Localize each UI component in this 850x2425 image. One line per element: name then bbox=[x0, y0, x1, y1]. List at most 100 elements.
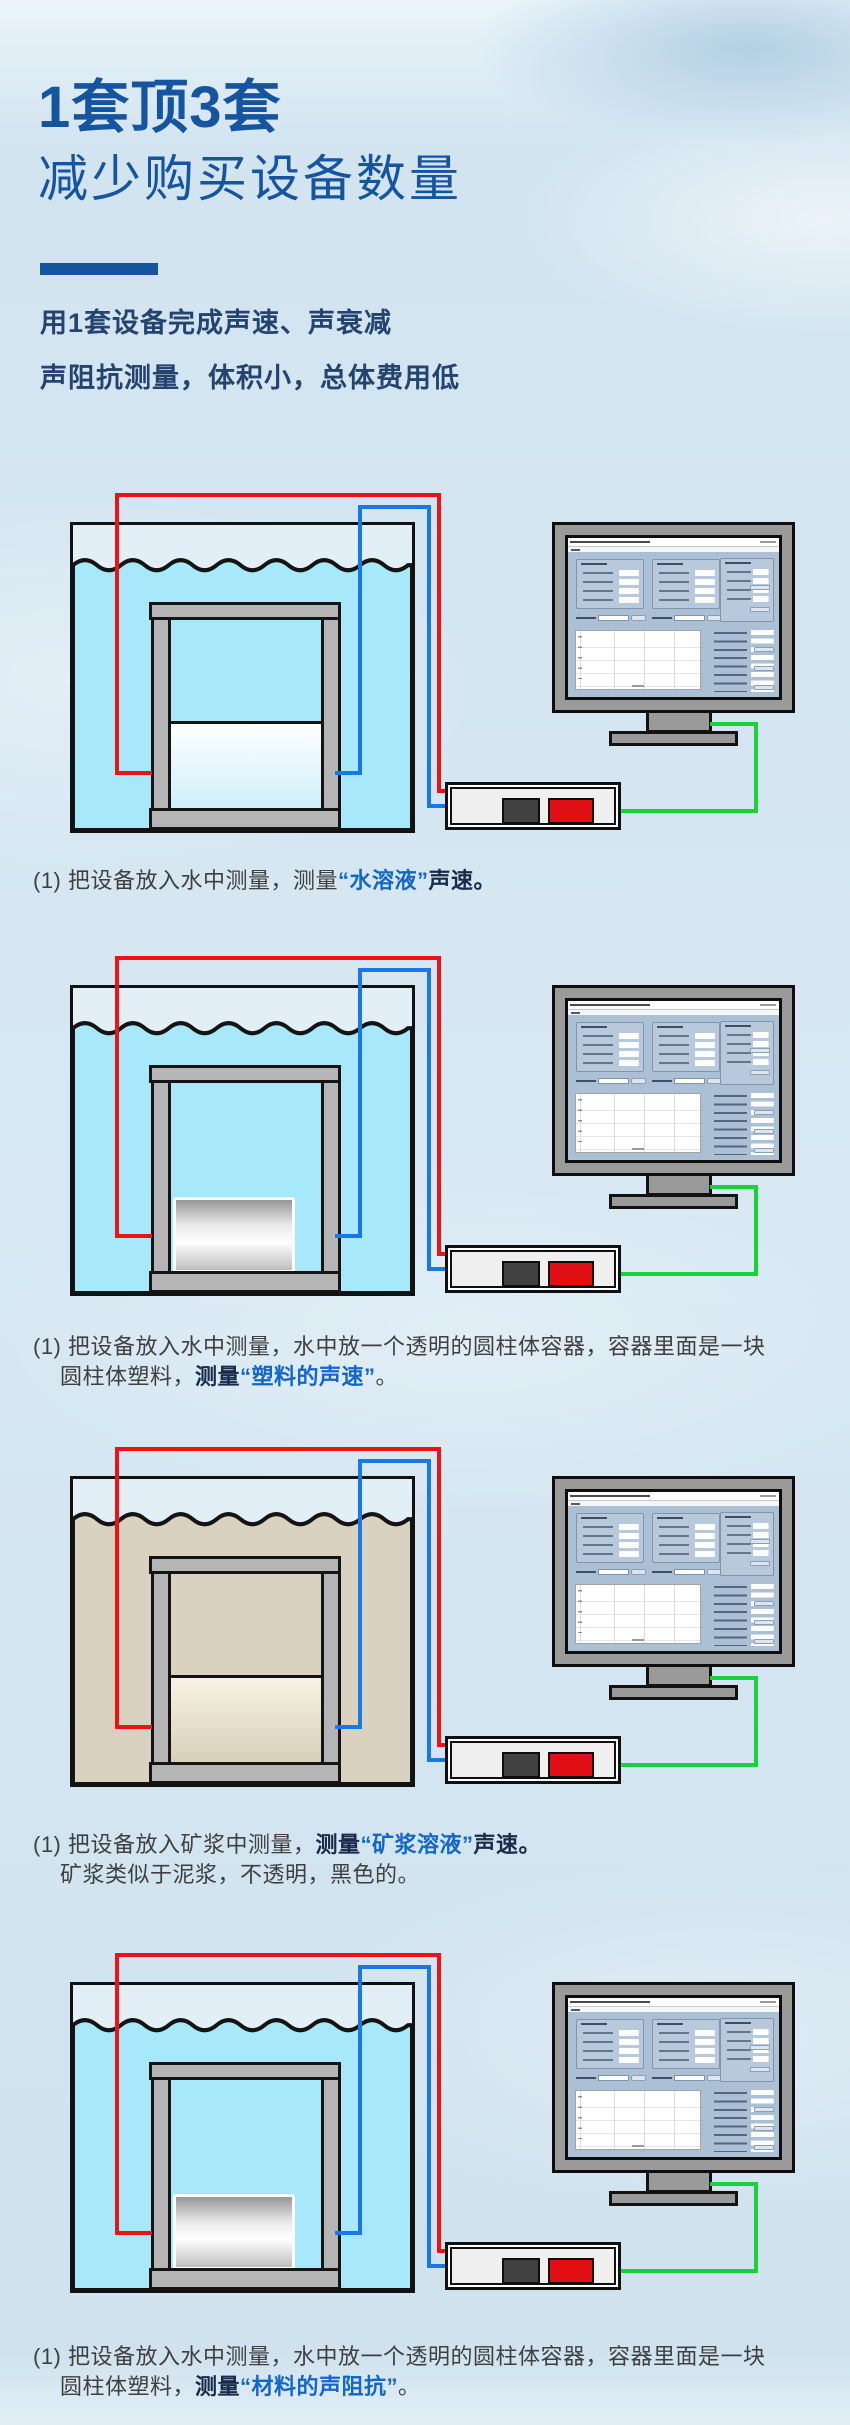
app-results-panel bbox=[714, 2090, 774, 2152]
small-button bbox=[750, 607, 770, 612]
app-waveform-chart bbox=[575, 2090, 701, 2150]
caption-segment: “材料的声阻抗” bbox=[240, 2374, 399, 2399]
caption-segment: 圆柱体塑料， bbox=[60, 2374, 196, 2399]
sample-cylinder bbox=[173, 2194, 295, 2270]
pulser-receiver-device bbox=[445, 1245, 621, 1293]
caption-segment: 。 bbox=[398, 2374, 421, 2399]
page-title-bold: 1套顶3套 bbox=[38, 75, 282, 140]
blue-signal-wire bbox=[358, 505, 362, 775]
device-dark-button bbox=[502, 2258, 540, 2284]
small-button bbox=[754, 666, 774, 671]
app-titlebar bbox=[568, 1001, 779, 1010]
red-signal-wire bbox=[115, 1447, 119, 1729]
caption-segment: 测量 bbox=[315, 1832, 361, 1857]
liquid-tank bbox=[70, 985, 415, 1296]
intro-line-2: 声阻抗测量，体积小，总体费用低 bbox=[40, 363, 460, 393]
device-red-button bbox=[548, 2258, 594, 2284]
red-signal-wire bbox=[437, 956, 441, 1256]
red-signal-wire bbox=[115, 771, 152, 775]
liquid-tank bbox=[70, 522, 415, 833]
caption-segment: (1) 把设备放入水中测量，水中放一个透明的圆柱体容器，容器里面是一块 bbox=[33, 2344, 766, 2369]
fixture-top-bar bbox=[149, 602, 341, 620]
small-button bbox=[754, 2107, 774, 2112]
blue-signal-wire bbox=[358, 1965, 431, 1969]
app-waveform-chart bbox=[575, 630, 701, 690]
blue-signal-wire bbox=[427, 968, 431, 1271]
app-parameter-group-left bbox=[576, 1022, 644, 1072]
cavity-liquid-region bbox=[171, 1574, 321, 1675]
blue-signal-wire bbox=[358, 968, 362, 1238]
green-cable bbox=[615, 1763, 758, 1767]
blue-signal-wire bbox=[335, 2231, 362, 2235]
app-titlebar bbox=[568, 1492, 779, 1501]
device-dark-button bbox=[502, 798, 540, 824]
calc-button bbox=[631, 1569, 646, 1575]
caption-1: (1) 把设备放入水中测量，测量“水溶液”声速。 bbox=[33, 866, 850, 896]
blue-signal-wire bbox=[335, 1725, 362, 1729]
caption-segment: 。 bbox=[375, 1364, 399, 1389]
blue-signal-wire bbox=[358, 1459, 431, 1463]
section-slurry-solution bbox=[0, 1447, 850, 1867]
blue-signal-wire bbox=[358, 968, 431, 972]
caption-segment: 圆柱体塑料， bbox=[60, 1364, 196, 1389]
liquid-tank bbox=[70, 1982, 415, 2293]
app-menubar bbox=[568, 2007, 779, 2012]
sample-cylinder bbox=[173, 1197, 295, 1273]
caption-3: (1) 把设备放入矿浆中测量，测量“矿浆溶液”声速。矿浆类似于泥浆，不透明，黑色… bbox=[33, 1830, 850, 1890]
green-cable bbox=[754, 1185, 758, 1276]
pulser-receiver-device bbox=[445, 782, 621, 830]
caption-segment: 声速。 bbox=[473, 1832, 542, 1857]
liquid-tank bbox=[70, 1476, 415, 1787]
device-front-panel bbox=[450, 2247, 616, 2285]
pulser-receiver-device bbox=[445, 2242, 621, 2290]
caption-segment: “水溶液” bbox=[338, 868, 429, 893]
intro-line-1: 用1套设备完成声速、声衰减 bbox=[40, 308, 393, 338]
small-button bbox=[754, 2126, 774, 2131]
pulser-receiver-device bbox=[445, 1736, 621, 1784]
red-signal-wire bbox=[437, 1743, 451, 1747]
device-front-panel bbox=[450, 1250, 616, 1288]
blue-signal-wire bbox=[427, 804, 449, 808]
sample-cavity bbox=[168, 617, 324, 813]
blue-signal-wire bbox=[335, 1234, 362, 1238]
app-settings-group bbox=[720, 2018, 774, 2082]
input-field bbox=[674, 2075, 705, 2081]
green-cable bbox=[754, 2182, 758, 2273]
monitor bbox=[552, 522, 795, 713]
fixture-bottom-bar bbox=[149, 1762, 341, 1784]
caption-segment: (1) 把设备放入水中测量，水中放一个透明的圆柱体容器，容器里面是一块 bbox=[33, 1334, 766, 1359]
green-cable bbox=[615, 809, 758, 813]
green-cable bbox=[615, 1272, 758, 1276]
app-parameter-group-middle bbox=[652, 1513, 720, 1563]
app-input-row bbox=[652, 2074, 722, 2082]
small-button bbox=[754, 1148, 774, 1153]
red-signal-wire bbox=[115, 1234, 152, 1238]
app-input-row bbox=[576, 2074, 646, 2082]
fixture-top-bar bbox=[149, 1065, 341, 1083]
monitor-stand-base bbox=[609, 731, 738, 746]
section-acoustic-impedance bbox=[0, 1953, 850, 2373]
blue-signal-wire bbox=[427, 2264, 449, 2268]
red-signal-wire bbox=[115, 2231, 152, 2235]
section-plastic-speed bbox=[0, 956, 850, 1376]
blue-signal-wire bbox=[427, 1965, 431, 2268]
small-button bbox=[754, 2145, 774, 2150]
app-input-row bbox=[652, 614, 722, 622]
caption-segment: “塑料的声速” bbox=[240, 1364, 376, 1389]
red-signal-wire bbox=[115, 1725, 152, 1729]
monitor-screen bbox=[565, 998, 782, 1163]
small-button bbox=[750, 2045, 770, 2050]
green-cable bbox=[615, 2269, 758, 2273]
red-signal-wire bbox=[437, 789, 451, 793]
device-dark-button bbox=[502, 1752, 540, 1778]
red-signal-wire bbox=[437, 1252, 451, 1256]
monitor bbox=[552, 1982, 795, 2173]
app-menubar bbox=[568, 1010, 779, 1015]
green-cable bbox=[710, 1185, 758, 1189]
app-input-row bbox=[652, 1077, 722, 1085]
calc-button bbox=[631, 1078, 646, 1084]
input-field bbox=[674, 1078, 705, 1084]
field-label bbox=[576, 1571, 596, 1573]
caption-segment: 测量 bbox=[195, 2374, 241, 2399]
